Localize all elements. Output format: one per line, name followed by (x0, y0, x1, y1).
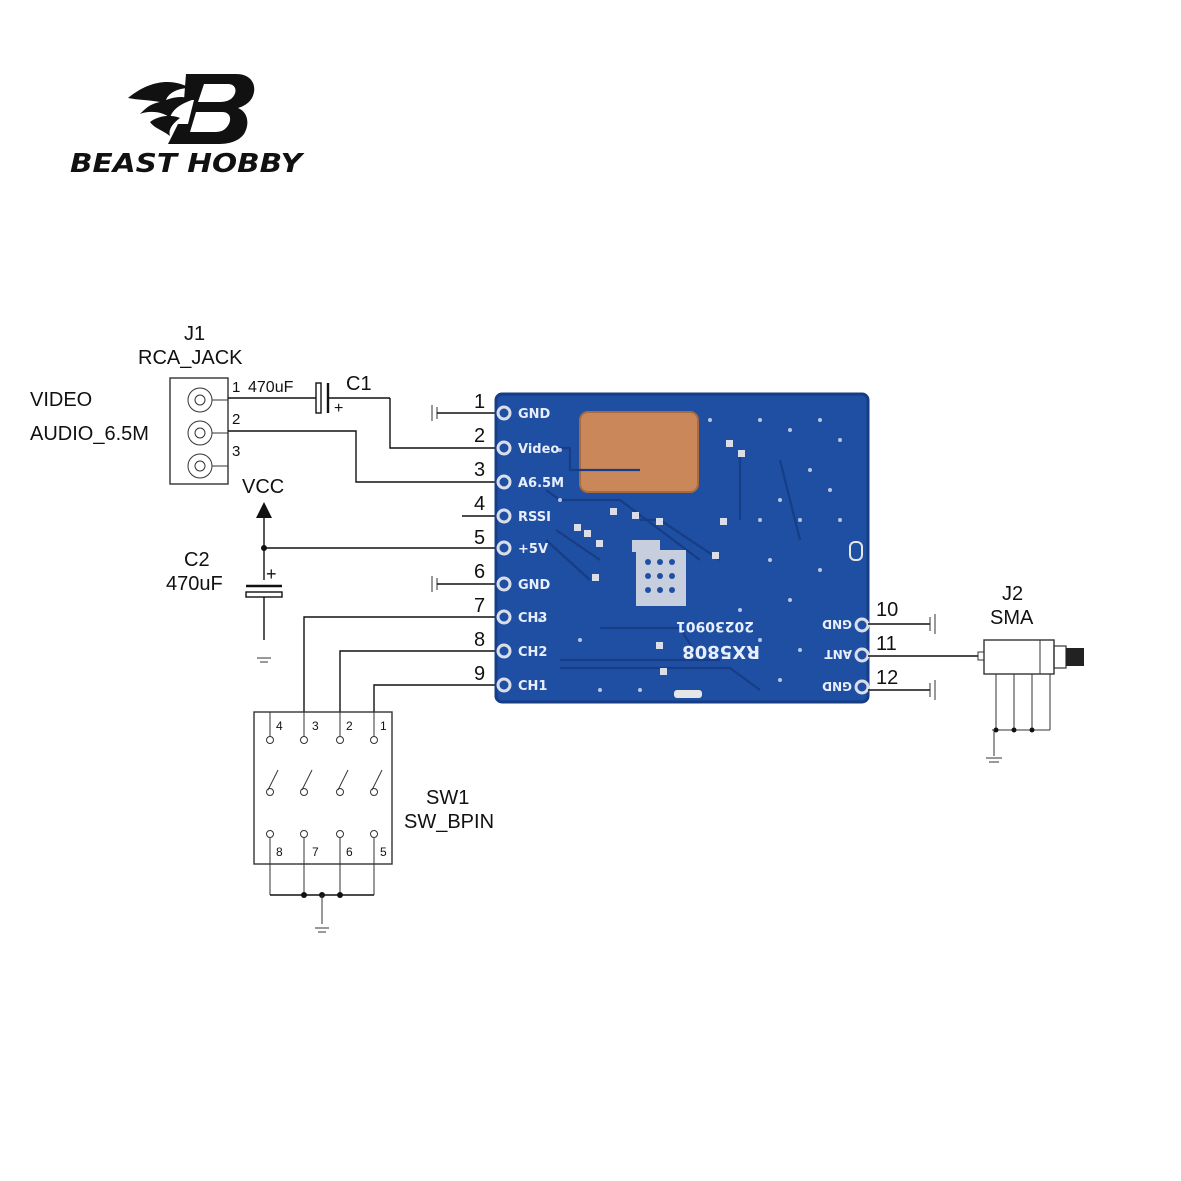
signal-audio-label: AUDIO_6.5M (30, 423, 149, 445)
pin-number-10: 10 (876, 599, 898, 621)
j1-ref: J1 (184, 323, 205, 345)
ground-icon (315, 927, 329, 933)
capacitor-c1: 470uF C1 + (228, 373, 390, 417)
wire-audio (228, 430, 500, 483)
pin-number-12: 12 (876, 667, 898, 689)
module-date-code: 20230901 (676, 618, 754, 634)
pin-number-4: 4 (474, 493, 485, 515)
c1-plus: + (334, 400, 343, 417)
pin-label-gnd-10: GND (822, 617, 852, 631)
pin-number-2: 2 (474, 425, 485, 447)
pin-label-gnd-6: GND (518, 578, 551, 593)
sw1-pin-4: 4 (276, 719, 283, 733)
ground-icon (257, 657, 271, 663)
pin-label-ant: ANT (824, 647, 852, 661)
pin-number-9: 9 (474, 663, 485, 685)
sw1-pin-7: 7 (312, 845, 319, 859)
sw1-pin-5: 5 (380, 845, 387, 859)
module-name: RX5808 (682, 641, 760, 662)
j1-pin-3: 3 (232, 443, 240, 460)
j1-pin-2: 2 (232, 411, 240, 428)
pin-number-5: 5 (474, 527, 485, 549)
brand-name: BEAST HOBBY (70, 149, 306, 179)
ground-icon (431, 576, 500, 592)
signal-video-label: VIDEO (30, 389, 92, 411)
left-pin-numbers: 1 2 3 4 5 6 7 8 9 (474, 391, 485, 685)
ground-icon (868, 680, 936, 700)
pin-label-rssi: RSSI (518, 510, 551, 525)
vcc-label: VCC (242, 476, 284, 498)
sw1-pin-3: 3 (312, 719, 319, 733)
pin-label-ch2: CH2 (518, 645, 547, 660)
c1-ref: C1 (346, 373, 372, 395)
c2-plus: + (266, 564, 277, 584)
rf-shield (579, 411, 699, 493)
j2-sma-connector: J2 SMA (977, 583, 1084, 763)
wire-video (389, 398, 500, 449)
pin-label-ch3: CH3 (518, 611, 547, 626)
pin-label-video: Video (518, 442, 559, 457)
ground-icon (868, 614, 936, 634)
sw1-pin-8: 8 (276, 845, 283, 859)
brand-logo: BEAST HOBBY (70, 74, 306, 179)
sw1-dip-switch: SW1 SW_BPIN 4 3 2 1 8 7 6 5 (253, 711, 494, 933)
pin-number-6: 6 (474, 561, 485, 583)
sw1-pin-6: 6 (346, 845, 353, 859)
pin-label-gnd-1: GND (518, 407, 551, 422)
sw1-pin-1: 1 (380, 719, 387, 733)
j1-body (169, 377, 229, 485)
pin-number-11: 11 (876, 633, 897, 655)
wire-ch3 (303, 616, 500, 712)
wire-ch1 (373, 684, 500, 712)
ground-icon (986, 757, 1002, 763)
c1-value: 470uF (248, 379, 294, 396)
vcc-supply: VCC (242, 476, 500, 580)
j1-type: RCA_JACK (138, 347, 243, 369)
sw1-pin-2: 2 (346, 719, 353, 733)
pin-number-3: 3 (474, 459, 485, 481)
sw1-ref: SW1 (426, 787, 469, 809)
sma-thread (1066, 648, 1084, 666)
j2-ref: J2 (1002, 583, 1023, 605)
ground-icon (431, 405, 500, 421)
wire-ch2 (339, 650, 500, 712)
pin-number-1: 1 (474, 391, 485, 413)
rx5808-module: RX5808 20230901 GND Video A6.5M RSSI +5V… (494, 392, 870, 704)
sw1-body (253, 711, 393, 865)
j1-pin-1: 1 (232, 379, 240, 396)
vcc-arrow-icon (256, 502, 272, 518)
sw1-type: SW_BPIN (404, 811, 494, 833)
pin-number-7: 7 (474, 595, 485, 617)
j1-rca-jack: J1 RCA_JACK VIDEO AUDIO_6.5M 1 2 3 (30, 323, 243, 485)
c2-value: 470uF (166, 573, 223, 595)
pin-label-ch1: CH1 (518, 679, 547, 694)
pin-label-gnd-12: GND (822, 679, 852, 693)
capacitor-c2: C2 470uF + (166, 549, 283, 663)
pin-number-8: 8 (474, 629, 485, 651)
right-pin-numbers: 10 11 12 (876, 599, 898, 689)
pin-label-5v: +5V (518, 542, 548, 557)
pin-label-a65m: A6.5M (518, 476, 564, 491)
j2-type: SMA (990, 607, 1034, 629)
c2-ref: C2 (184, 549, 210, 571)
